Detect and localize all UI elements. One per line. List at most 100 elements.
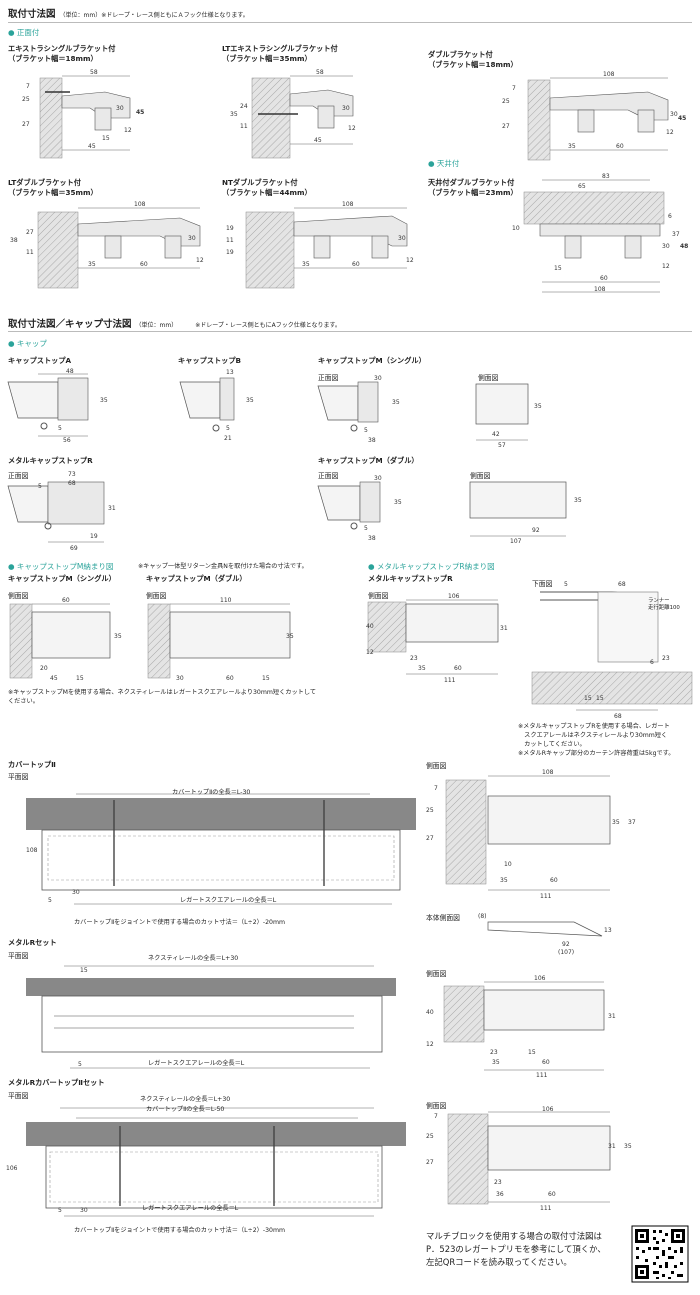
cap-m-fit-note: ※キャップ一体型リターン金具Nを取付けた場合の寸法です。 (138, 563, 308, 570)
dim-36: 36 (496, 1191, 504, 1198)
dim-15: 15 (76, 675, 84, 682)
metal-r-set-plan: 平面図 (8, 952, 29, 960)
dim-35: 35 (418, 665, 426, 672)
dim-30: 30 (670, 111, 678, 118)
dim-25: 25 (502, 98, 510, 105)
dim-35: 35 (392, 399, 400, 406)
cap-m-fit-single-diagram: 60 35 20 45 15 (9, 597, 122, 682)
cap-m-single-side-diagram: 35 42 57 (475, 383, 542, 449)
metal-cap-r-fit-side-diagram: 106 40 31 12 23 35 60 111 (366, 593, 508, 684)
dim-23: 23 (494, 1179, 502, 1186)
dim-35: 35 (230, 111, 238, 118)
dim-5: 5 (38, 483, 42, 490)
cap-m-double-side: 側面図 (470, 472, 491, 480)
dim-106: 106 (542, 1106, 554, 1113)
metal-r-set-title: メタルRセット (8, 938, 57, 947)
dim-30: 30 (342, 105, 350, 112)
nt-double-title: NTダブルブラケット付 （ブラケット幅＝44mm） (222, 178, 312, 198)
dim-27: 27 (426, 1159, 434, 1166)
dim-108: 108 (603, 71, 615, 78)
dim-92: 92 (532, 527, 540, 534)
dim-6: 6 (650, 659, 654, 666)
cover-body-side-label: 本体側面図 (426, 914, 460, 922)
dim-30: 30 (374, 375, 382, 382)
dim-60: 60 (550, 877, 558, 884)
dim-15: 15 (102, 135, 110, 142)
dim-60: 60 (548, 1191, 556, 1198)
ceiling-double-title-text: 天井付ダブルブラケット付 (428, 178, 515, 187)
double-diagram: 108 7 25 27 30 45 12 35 60 (502, 71, 686, 161)
dim-108: 108 (342, 201, 354, 208)
dim-30: 30 (72, 889, 80, 896)
dim-12: 12 (666, 129, 674, 136)
cap-m-fit-double-title: キャップストップM（ダブル） (146, 574, 247, 583)
dim-107: (107) (558, 949, 574, 956)
section2-title: 取付寸法図／キャップ寸法図（単位：mm）※ドレープ・レース側ともにAフック仕様と… (8, 316, 341, 330)
dim-58: 58 (90, 69, 98, 76)
cover-body-side-diagram: (8) 13 92 (107) (478, 913, 612, 956)
dim-5: 5 (58, 425, 62, 432)
dim-15: 15 (262, 675, 270, 682)
dim-7: 7 (26, 83, 30, 90)
dim-7: 7 (512, 85, 516, 92)
dim-30: 30 (398, 235, 406, 242)
cover-side-diagram: 108 7 25 27 35 37 10 35 60 111 (426, 769, 636, 900)
dim-35: 35 (568, 143, 576, 150)
dim-5: 5 (48, 897, 52, 904)
cap-m-double-side-diagram: 35 92 107 (469, 481, 582, 545)
dim-35: 35 (100, 397, 108, 404)
dim-37: 37 (628, 819, 636, 826)
extra-single-sub: （ブラケット幅＝18mm） (8, 54, 98, 63)
dim-7: 7 (434, 785, 438, 792)
dim-60: 60 (226, 675, 234, 682)
metal-r-cover-legato-len: レガートスクエアレールの全長＝L (142, 1205, 239, 1212)
cover-legato-len: レガートスクエアレールの全長＝L (180, 897, 277, 904)
dim-30: 30 (80, 1207, 88, 1214)
cover-top-plan-diagram: 108 30 5 (26, 793, 416, 905)
dim-35: 35 (302, 261, 310, 268)
dim-19: 19 (90, 533, 98, 540)
dim-60: 60 (352, 261, 360, 268)
dim-83: 83 (602, 173, 610, 180)
dim-68: 68 (68, 480, 76, 487)
dim-108: 108 (594, 286, 606, 293)
cap-m-fit-single-title: キャップストップM（シングル） (8, 574, 116, 583)
lt-double-sub: （ブラケット幅＝35mm） (8, 188, 98, 197)
dim-12: 12 (196, 257, 204, 264)
divider (8, 331, 692, 332)
dim-12: 12 (662, 263, 670, 270)
dim-111: 111 (540, 1205, 552, 1212)
metal-r-set-side-label: 側面図 (426, 970, 447, 978)
nt-double-diagram: 108 19 11 19 30 12 35 60 (226, 201, 414, 289)
dim-27: 27 (502, 123, 510, 130)
dim-8: (8) (478, 913, 487, 920)
dim-65: 65 (578, 183, 586, 190)
dim-48: 48 (66, 368, 74, 375)
dim-31: 31 (108, 505, 116, 512)
metal-r-cover-plan: 平面図 (8, 1092, 29, 1100)
cap-m-fit-label: ● キャップストップM納まり図 (8, 562, 114, 571)
cap-m-double-front: 正面図 (318, 472, 339, 480)
dim-30: 30 (116, 105, 124, 112)
dim-30: 30 (176, 675, 184, 682)
dim-6: 6 (668, 213, 672, 220)
qr-code-icon[interactable] (631, 1225, 689, 1283)
dim-58: 58 (316, 69, 324, 76)
dim-5: 5 (364, 427, 368, 434)
dim-31: 31 (500, 625, 508, 632)
metal-cap-r-front: 正面図 (8, 472, 29, 480)
dim-35: 35 (114, 633, 122, 640)
ceiling-double-diagram: 83 65 6 10 30 37 48 12 15 60 108 (512, 173, 688, 293)
dim-15b: 15 (596, 695, 604, 702)
dim-35: 35 (492, 1059, 500, 1066)
metal-r-set-side-diagram: 106 40 31 12 23 15 35 60 111 (426, 975, 616, 1079)
nt-double-title-text: NTダブルブラケット付 (222, 178, 298, 187)
dim-106: 106 (448, 593, 460, 600)
dim-92: 92 (562, 941, 570, 948)
dim-5: 5 (364, 525, 368, 532)
cap-a-title: キャップストップA (8, 356, 72, 365)
section2-note: ※ドレープ・レース側ともにAフック仕様となります。 (195, 322, 341, 329)
dim-111: 111 (444, 677, 456, 684)
lt-extra-single-title: LTエキストラシングルブラケット付 （ブラケット幅＝35mm） (222, 44, 338, 64)
metal-cap-r-fit-side: 側面図 (368, 592, 389, 600)
